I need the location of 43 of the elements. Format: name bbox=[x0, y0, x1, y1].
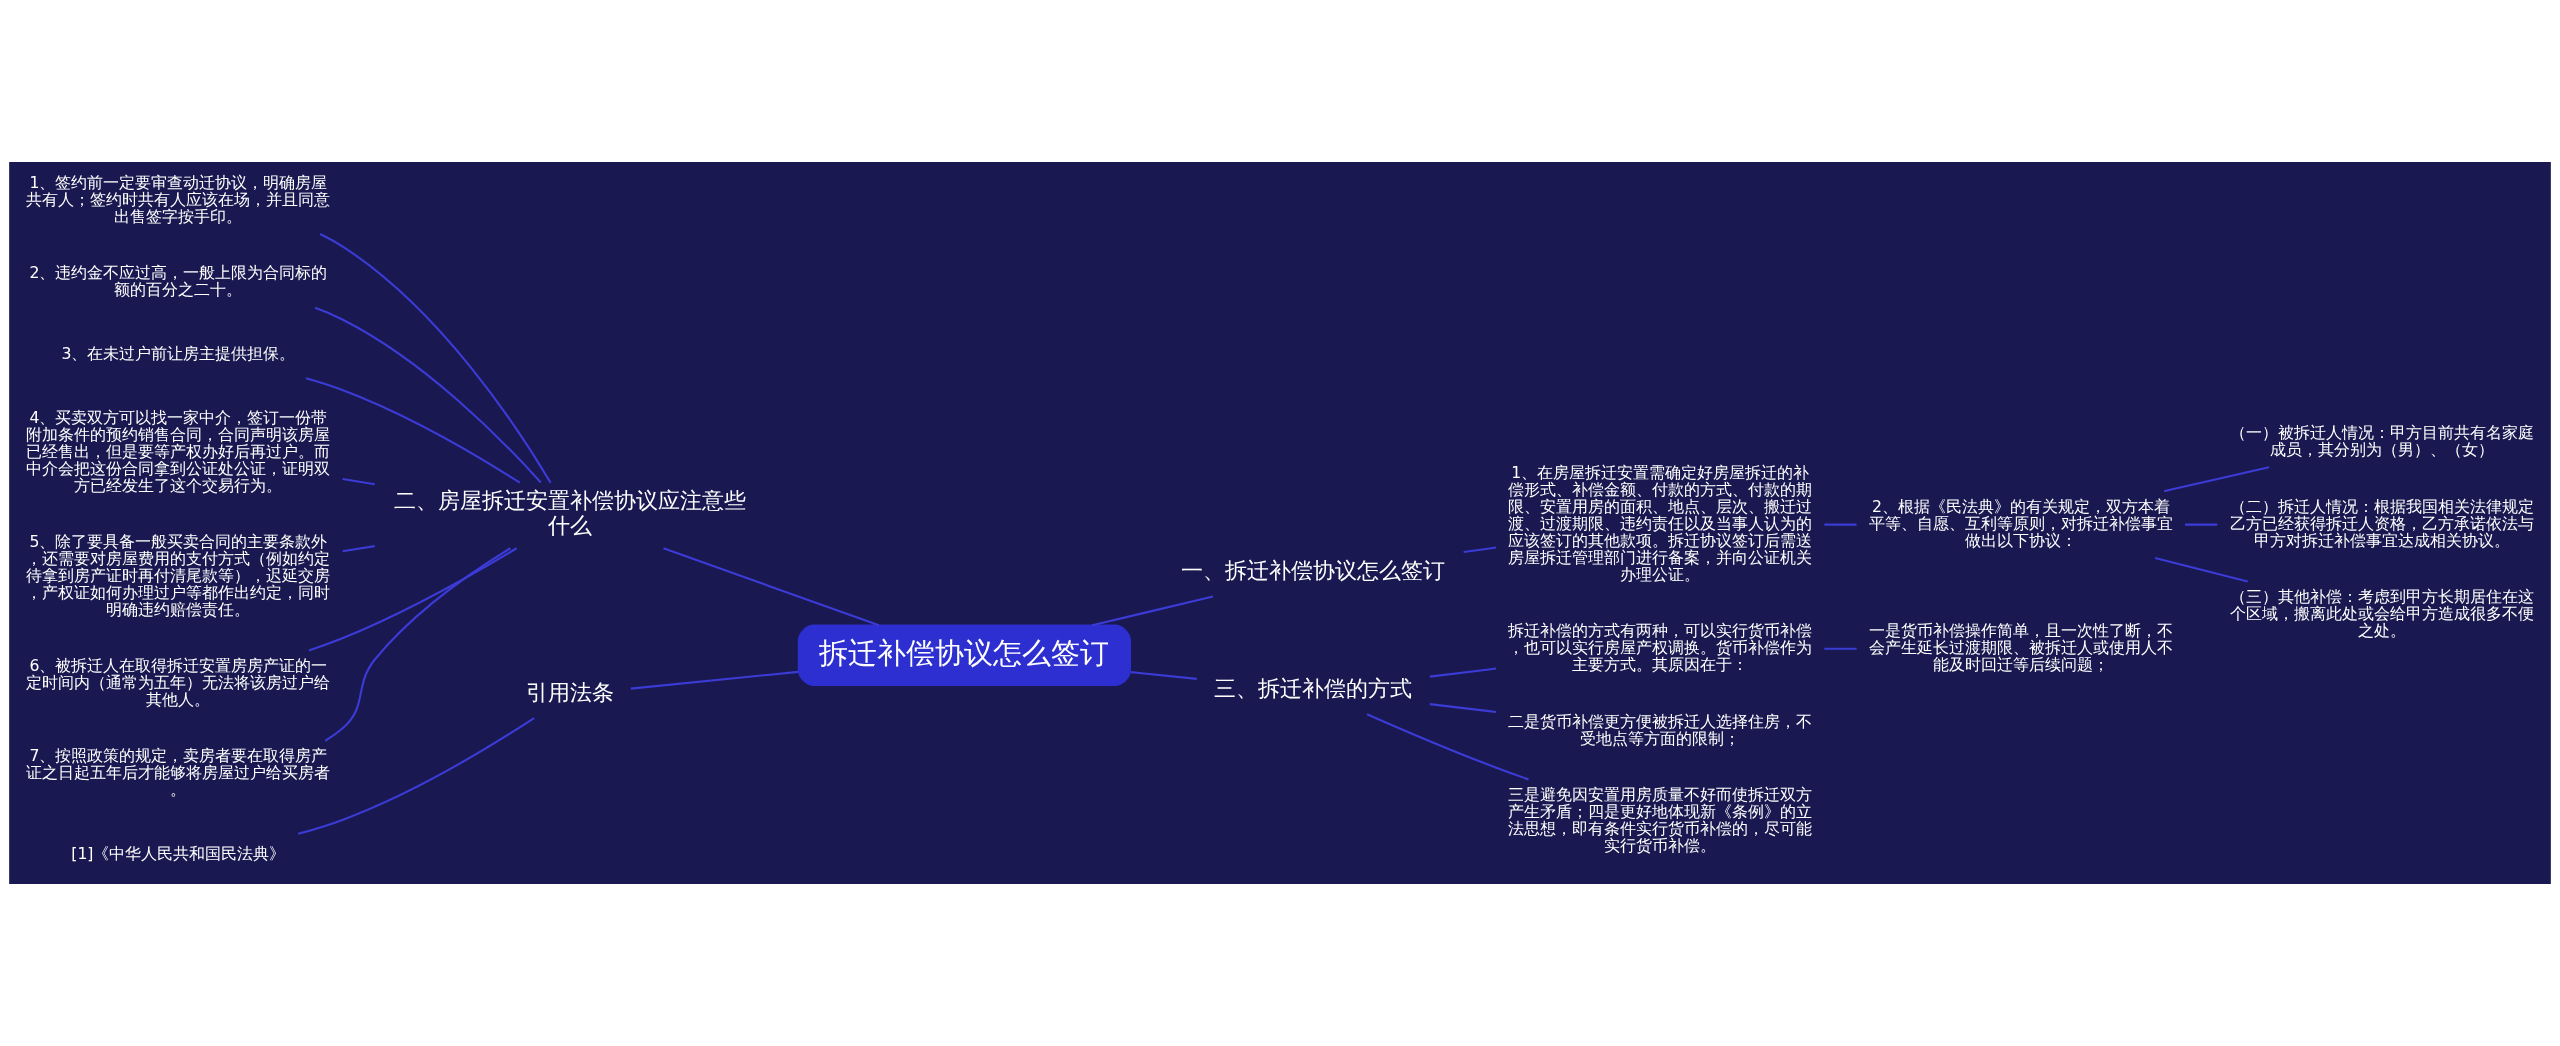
connector bbox=[1824, 647, 1857, 650]
node-text: 拆迁补偿的方式有两种，可以实行货币补偿，也可以实行房屋产权调换。货币补偿作为主要方式。其原因在于： bbox=[1508, 620, 1813, 674]
node-text: 4、买卖双方可以找一家中介，签订一份带附加条件的预约销售合同，合同声明该房屋已经售出，但是要等产权办好后再过户。而中介会把这份合同拿到公证处公证，证明双方已经发生了这个交易行为。 bbox=[26, 407, 331, 495]
connector bbox=[297, 717, 535, 835]
node-text: 一、拆迁补偿协议怎么签订 bbox=[1181, 557, 1446, 584]
node-box: 拆迁补偿协议怎么签订 bbox=[797, 624, 1132, 687]
node-text: 三、拆迁补偿的方式 bbox=[1214, 674, 1413, 701]
node-text: 二是货币补偿更方便被拆迁人选择住房，不受地点等方面的限制； bbox=[1508, 711, 1813, 748]
node-text: 1、在房屋拆迁安置需确定好房屋拆迁的补偿形式、补偿金额、付款的方式、付款的期限、安置用房的面积、地点、层次、搬迁过渡、过渡期限、违约责任以及当事人认为的应该签订的其他款项。拆迁协议签订后需送房屋拆迁管理部门进行备案，并向公证机关办理公证。 bbox=[1508, 462, 1813, 584]
connector bbox=[2185, 523, 2218, 526]
node-text: [1]《中华人民共和国民法典》 bbox=[71, 844, 286, 864]
connector bbox=[1429, 667, 1497, 678]
node-text: 2、根据《民法典》的有关规定，双方本着平等、自愿、互利等原则，对拆迁补偿事宜做出以下协议： bbox=[1868, 496, 2173, 550]
node-text: （一）被拆迁人情况：甲方目前共有名家庭成员，其分别为（男）、（女） bbox=[2229, 422, 2534, 459]
node-text: 5、除了要具备一般买卖合同的主要条款外，还需要对房屋费用的支付方式（例如约定待拿到房产证时再付清尾款等），迟延交房，产权证如何办理过户等都作出约定，同时明确违约赔偿责任。 bbox=[26, 531, 331, 619]
node-text: 3、在未过户前让房主提供担保。 bbox=[61, 343, 296, 363]
connector bbox=[324, 547, 511, 742]
connector bbox=[2163, 466, 2270, 493]
node-text: 1、签约前一定要审查动迁协议，明确房屋共有人；签约时共有人应该在场，并且同意出售签字按手印。 bbox=[26, 172, 331, 226]
connector bbox=[1824, 523, 1857, 526]
connector bbox=[663, 547, 880, 627]
connector bbox=[630, 670, 799, 690]
connector bbox=[1091, 595, 1214, 627]
node-text: 三是避免因安置用房质量不好而使拆迁双方产生矛盾；四是更好地体现新《条例》的立法思想，即有条件实行货币补偿的，尽可能实行货币补偿。 bbox=[1508, 784, 1813, 855]
connector bbox=[342, 545, 375, 553]
connector bbox=[308, 547, 518, 652]
node-text: 6、被拆迁人在取得拆迁安置房房产证的一定时间内（通常为五年）无法将该房过户给其他人。 bbox=[26, 656, 331, 710]
node-text: 2、违约金不应过高，一般上限为合同标的额的百分之二十。 bbox=[29, 263, 328, 300]
connector bbox=[342, 477, 375, 486]
connector bbox=[1366, 713, 1529, 781]
connector bbox=[319, 233, 552, 484]
connector bbox=[1429, 703, 1497, 713]
connector bbox=[314, 306, 542, 484]
connector bbox=[1130, 671, 1197, 680]
connector bbox=[305, 377, 521, 484]
node-text: 引用法条 bbox=[526, 678, 615, 705]
node-text: 二、房屋拆迁安置补偿协议应注意些什么 bbox=[394, 487, 747, 539]
connector bbox=[2154, 557, 2248, 583]
node-text: （三）其他补偿：考虑到甲方长期居住在这个区域，搬离此处或会给甲方造成很多不便之处。 bbox=[2229, 586, 2534, 640]
node-text: 7、按照政策的规定，卖房者要在取得房产证之日起五年后才能够将房屋过户给买房者。 bbox=[26, 746, 331, 800]
node-text: 一是货币补偿操作简单，且一次性了断，不会产生延长过渡期限、被拆迁人或使用人不能及时回迁等后续问题； bbox=[1868, 620, 2173, 674]
connector bbox=[1463, 546, 1497, 554]
node-text: （二）拆迁人情况：根据我国相关法律规定乙方已经获得拆迁人资格，乙方承诺依法与甲方对拆迁补偿事宜达成相关协议。 bbox=[2229, 496, 2534, 550]
